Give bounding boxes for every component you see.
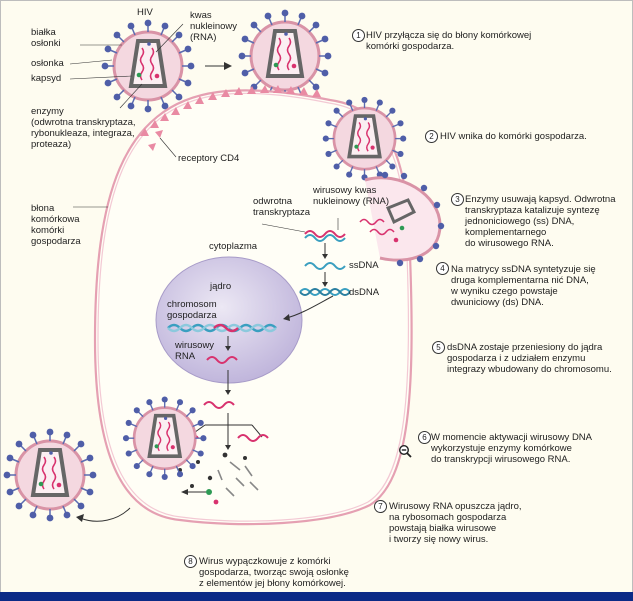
label-kwas-nukleinowy: kwas nukleinowy (RNA) xyxy=(190,10,237,43)
step-8-number: 8 xyxy=(184,555,197,568)
label-oslonka: osłonka xyxy=(31,58,64,69)
step-1-number: 1 xyxy=(352,29,365,42)
step-6-text: W momencie aktywacji wirusowy DNA wykorz… xyxy=(431,432,593,465)
nucleus xyxy=(155,256,303,384)
label-hiv: HIV xyxy=(137,7,153,18)
step-8-text: Wirus wypączkowuje z komórki gospodarza,… xyxy=(199,556,349,589)
bottom-bar xyxy=(0,592,633,601)
hiv-virion-released xyxy=(1,426,99,524)
step-2-text: HIV wnika do komórki gospodarza. xyxy=(440,131,587,142)
label-dsdna: dsDNA xyxy=(349,287,380,298)
step-6-number: 6 xyxy=(418,431,431,444)
hiv-virion-budding xyxy=(121,394,209,482)
label-wirusowy-rna: wirusowy RNA xyxy=(175,340,215,362)
uncoating-virion xyxy=(359,171,445,267)
label-bialka-oslonki: białka osłonki xyxy=(31,27,61,49)
step-5-text: dsDNA zostaje przeniesiony do jądra gosp… xyxy=(447,342,612,375)
label-receptory-cd4: receptory CD4 xyxy=(178,153,240,164)
step-4-text: Na matrycy ssDNA syntetyzuje się druga k… xyxy=(451,264,596,308)
label-wirusowy-kwas: wirusowy kwas nukleinowy (RNA) xyxy=(313,185,390,207)
zoom-out-icon[interactable] xyxy=(398,444,412,458)
step-7-number: 7 xyxy=(374,500,387,513)
step-1-text: HIV przyłącza się do błony komórkowej ko… xyxy=(366,30,532,52)
label-ssdna: ssDNA xyxy=(349,260,379,271)
label-blona-komorkowa: błona komórkowa komórki gospodarza xyxy=(31,203,81,247)
label-chromosom-gospodarza: chromosom gospodarza xyxy=(167,299,217,321)
step-3-number: 3 xyxy=(451,193,464,206)
step-4-number: 4 xyxy=(436,262,449,275)
label-kapsyd: kapsyd xyxy=(31,73,62,84)
label-enzymy: enzymy (odwrotna transkryptaza, rybonukl… xyxy=(31,106,136,150)
label-odwrotna-transkryptaza: odwrotna transkryptaza xyxy=(253,196,311,218)
hiv-virion-entering xyxy=(320,95,409,183)
step-7-text: Wirusowy RNA opuszcza jądro, na rybosoma… xyxy=(389,501,522,545)
label-cytoplazma: cytoplazma xyxy=(209,241,258,252)
step-5-number: 5 xyxy=(432,341,445,354)
cd4-receptors xyxy=(140,85,321,151)
hiv-virion-free xyxy=(99,17,197,115)
step-3-text: Enzymy usuwają kapsyd. Odwrotna transkry… xyxy=(465,194,616,249)
step-2-number: 2 xyxy=(425,130,438,143)
label-jadro: jądro xyxy=(210,281,232,292)
